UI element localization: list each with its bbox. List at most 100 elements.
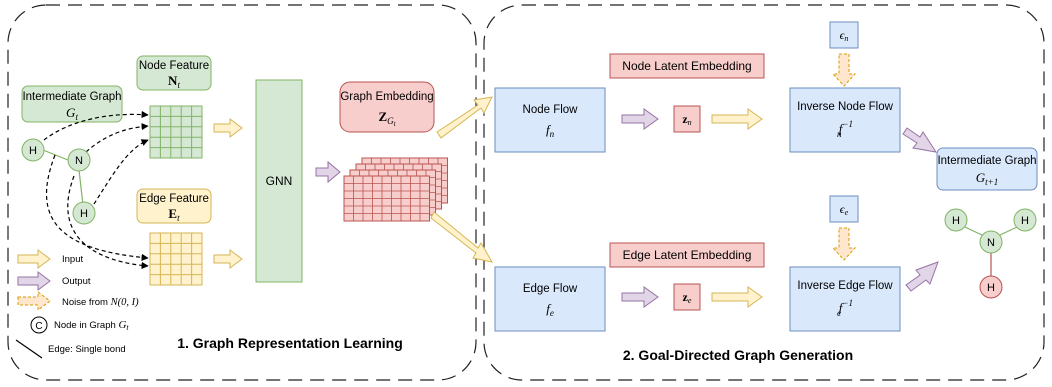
arrow-edge-flow-to-ze — [621, 286, 659, 308]
arrow-node-flow-to-zn — [621, 108, 659, 130]
section-2-panel — [483, 4, 1045, 381]
eps-e-sub: e — [845, 208, 849, 217]
molecule-node-h2 — [72, 201, 96, 225]
output-node-h3 — [979, 275, 1003, 299]
svg-text:Nt: Nt — [168, 73, 180, 90]
input-arrow-edge-feature — [213, 249, 243, 269]
node-flow-box: Node Flow fn — [494, 87, 606, 153]
svg-text:ze: ze — [683, 290, 692, 305]
edge-feature-matrix — [149, 232, 203, 286]
inverse-edge-flow-label: Inverse Edge Flow — [797, 280, 893, 292]
inverse-node-flow-math: f — [839, 121, 845, 136]
eps-n-math: ϵ — [840, 28, 846, 42]
inverse-node-flow-label: Inverse Node Flow — [797, 101, 894, 113]
z-n-box: zn — [673, 105, 701, 133]
svg-text:Noise from N(0, I): Noise from N(0, I) — [62, 297, 139, 308]
z-n-math: z — [682, 112, 688, 126]
inverse-edge-flow-math: f — [839, 300, 845, 315]
legend-input-label: Input — [62, 254, 83, 265]
edge-feature-math: E — [168, 206, 177, 221]
molecule-node-n-label: N — [75, 155, 83, 167]
legend-node-symbol: C — [35, 321, 42, 332]
inverse-node-flow-sub: n — [837, 129, 842, 139]
molecule-node-h1 — [21, 138, 45, 162]
legend-node-sub: t — [126, 323, 129, 332]
eps-n-box: ϵn — [829, 21, 859, 49]
svg-text:fe: fe — [546, 301, 554, 318]
arrow-inverse-node-to-graph — [902, 127, 938, 153]
eps-e-math: ϵ — [840, 202, 846, 216]
graph-embedding-subsub: t — [394, 120, 397, 128]
molecule-output: H N H H — [944, 208, 1037, 299]
edge-flow-box: Edge Flow fe — [494, 266, 606, 332]
output-graph-box: Intermediate Graph Gt+1 — [936, 147, 1038, 191]
node-latent-embedding-label: Node Latent Embedding — [622, 59, 751, 73]
svg-text:Et: Et — [168, 206, 180, 223]
output-arrow-gnn — [315, 160, 341, 184]
arrow-inverse-edge-to-graph — [905, 261, 939, 292]
section-1-panel — [7, 4, 477, 381]
arrow-to-node-flow — [436, 96, 493, 139]
graph-embedding-math: Z — [378, 109, 387, 124]
edge-feature-label: Edge Feature — [139, 193, 209, 205]
z-n-sub: n — [688, 118, 692, 127]
legend-node-math: G — [118, 319, 126, 331]
node-feature-math: N — [168, 73, 178, 88]
graph-embedding-box: Graph Embedding ZGt — [339, 81, 435, 133]
intermediate-graph-sub: t — [75, 112, 78, 122]
node-feature-label: Node Feature — [139, 60, 209, 72]
edge-flow-sub: e — [550, 308, 554, 318]
legend-noise-label: Noise from — [62, 297, 108, 308]
legend-edge-label: Edge: Single bond — [48, 344, 126, 355]
svg-text:fn: fn — [546, 122, 555, 139]
output-graph-math: G — [976, 170, 986, 185]
node-flow-sub: n — [550, 129, 555, 139]
edge-latent-embedding-label: Edge Latent Embedding — [623, 248, 752, 262]
output-node-h1-label: H — [952, 215, 960, 227]
legend: Input Output Noise from N(0, I) C Node i… — [15, 249, 139, 359]
output-node-h3-label: H — [987, 282, 995, 294]
legend-noise-arrow — [17, 291, 51, 311]
graph-embedding-tensor — [343, 157, 448, 222]
molecule-node-h1-label: H — [29, 145, 37, 157]
svg-text:ϵn: ϵn — [840, 28, 849, 43]
arrow-to-edge-flow — [430, 211, 493, 263]
output-node-h2-label: H — [1021, 215, 1029, 227]
node-latent-embedding-box: Node Latent Embedding — [609, 53, 765, 79]
svg-text:ZGt: ZGt — [378, 109, 396, 128]
edge-flow-math: f — [546, 301, 552, 316]
graph-embedding-label: Graph Embedding — [340, 91, 433, 103]
node-feature-box: Node Feature Nt — [136, 55, 212, 91]
svg-text:Gt: Gt — [66, 105, 78, 122]
gnn-label: GNN — [266, 174, 293, 188]
node-flow-label: Node Flow — [523, 104, 579, 116]
legend-output-label: Output — [62, 276, 91, 287]
legend-node-label: Node in Graph — [54, 320, 116, 331]
legend-noise-math: N(0, I) — [110, 297, 139, 308]
edge-flow-label: Edge Flow — [523, 283, 578, 295]
arrow-ze-to-inverse — [711, 286, 763, 308]
svg-text:f−1e: f−1e — [837, 298, 853, 318]
svg-text:Gt+1: Gt+1 — [976, 170, 998, 187]
node-flow-math: f — [546, 122, 552, 137]
molecule-input: H N H — [21, 110, 149, 270]
molecule-node-n — [67, 148, 91, 172]
noise-arrow-n — [831, 53, 857, 87]
inverse-node-flow-sup: −1 — [842, 119, 853, 129]
eps-n-sub: n — [844, 34, 848, 43]
inverse-edge-flow-sup: −1 — [842, 298, 853, 308]
section-1-title: 1. Graph Representation Learning — [177, 335, 403, 351]
output-node-n — [979, 230, 1003, 254]
intermediate-graph-math: G — [66, 105, 76, 120]
output-node-h2 — [1013, 208, 1037, 232]
z-e-box: ze — [673, 283, 701, 311]
molecule-node-h2-label: H — [80, 208, 88, 220]
node-feature-matrix — [149, 105, 203, 159]
edge-feature-box: Edge Feature Et — [136, 188, 212, 224]
eps-e-box: ϵe — [829, 195, 859, 223]
z-e-math: z — [683, 290, 689, 304]
noise-arrow-e — [831, 227, 857, 261]
